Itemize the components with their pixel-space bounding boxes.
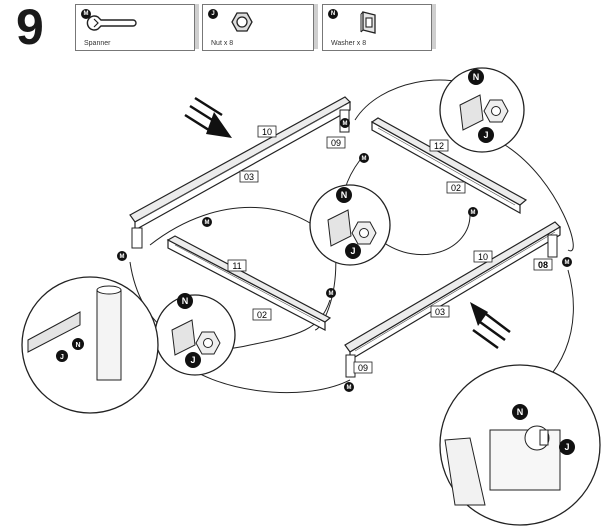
part-label-post-09-top: 09 — [326, 136, 346, 149]
badge-n: N — [72, 338, 84, 350]
washer-icon — [360, 11, 376, 34]
detail-circle-top-right — [439, 67, 525, 153]
detail-circle-leg — [21, 276, 159, 414]
part-label-rail-03-right: 03 — [430, 305, 450, 318]
svg-text:10: 10 — [262, 127, 272, 137]
svg-text:N: N — [75, 342, 80, 349]
rail-right-long — [344, 221, 561, 378]
svg-text:J: J — [60, 354, 64, 361]
svg-text:N: N — [517, 407, 524, 417]
detail-circle-corner — [439, 364, 601, 526]
badge-j: J — [56, 350, 68, 362]
part-badge-m: M — [81, 9, 91, 19]
svg-text:02: 02 — [257, 310, 267, 320]
part-label-post-08: 08 — [533, 258, 553, 271]
svg-text:09: 09 — [331, 138, 341, 148]
rail-top-right — [370, 117, 528, 215]
part-box-shadow — [432, 4, 436, 49]
push-arrow-top — [184, 96, 232, 138]
svg-text:N: N — [182, 296, 189, 306]
svg-text:09: 09 — [358, 363, 368, 373]
svg-text:M: M — [205, 220, 210, 226]
rail-left-short — [166, 235, 332, 331]
part-label-rail-10-right: 10 — [473, 250, 493, 263]
svg-text:M: M — [362, 156, 367, 162]
badge-j: J — [345, 243, 361, 259]
svg-text:J: J — [190, 355, 195, 365]
badge-m: M — [468, 207, 478, 217]
part-box-washer: N Washer x 8 — [322, 4, 432, 51]
part-label-rail-11: 11 — [227, 259, 247, 272]
svg-text:J: J — [564, 442, 569, 452]
part-badge-n: N — [328, 9, 338, 19]
badge-n: N — [336, 187, 352, 203]
step-number: 9 — [16, 0, 44, 55]
svg-text:M: M — [329, 291, 334, 297]
badge-m: M — [344, 382, 354, 392]
part-label-nut: Nut x 8 — [211, 40, 234, 47]
push-arrow-bottom — [470, 302, 511, 350]
part-label-post-09-bottom: 09 — [353, 361, 373, 374]
svg-text:J: J — [483, 130, 488, 140]
badge-n: N — [512, 404, 528, 420]
guide-arc — [504, 144, 574, 252]
guide-arc — [379, 214, 471, 256]
badge-j: J — [478, 127, 494, 143]
svg-text:10: 10 — [478, 252, 488, 262]
spanner-icon — [86, 15, 137, 31]
svg-text:12: 12 — [434, 141, 444, 151]
badge-m: M — [359, 153, 369, 163]
svg-text:08: 08 — [538, 260, 548, 270]
svg-text:M: M — [471, 210, 476, 216]
svg-text:M: M — [120, 254, 125, 260]
part-label-washer: Washer x 8 — [331, 40, 367, 47]
badge-m: M — [340, 118, 350, 128]
badge-m: M — [202, 217, 212, 227]
part-box-nut: J Nut x 8 — [202, 4, 314, 51]
part-box-shadow — [314, 4, 318, 49]
part-label-spanner: Spanner — [84, 40, 111, 47]
part-label-rail-03-left: 03 — [239, 170, 259, 183]
svg-text:M: M — [347, 385, 352, 391]
svg-text:N: N — [473, 72, 480, 82]
badge-j: J — [559, 439, 575, 455]
svg-text:M: M — [565, 260, 570, 266]
detail-circle-bottom-left — [154, 294, 236, 376]
badge-m: M — [326, 288, 336, 298]
part-label-rail-02-right: 02 — [446, 181, 466, 194]
nut-icon — [231, 12, 253, 32]
badge-m: M — [117, 251, 127, 261]
badge-m: M — [562, 257, 572, 267]
svg-text:02: 02 — [451, 183, 461, 193]
part-badge-j: J — [208, 9, 218, 19]
part-label-rail-12: 12 — [429, 139, 449, 152]
detail-circle-center — [309, 184, 391, 266]
badge-n: N — [468, 69, 484, 85]
badge-n: N — [177, 293, 193, 309]
part-box-shadow — [195, 4, 199, 49]
badge-j: J — [185, 352, 201, 368]
svg-text:M: M — [343, 121, 348, 127]
svg-text:03: 03 — [244, 172, 254, 182]
part-box-spanner: M Spanner — [75, 4, 195, 51]
part-label-rail-10-top: 10 — [257, 125, 277, 138]
svg-text:J: J — [350, 246, 355, 256]
svg-text:03: 03 — [435, 307, 445, 317]
svg-text:11: 11 — [232, 261, 241, 271]
svg-text:N: N — [341, 190, 348, 200]
part-label-rail-02-left: 02 — [252, 308, 272, 321]
